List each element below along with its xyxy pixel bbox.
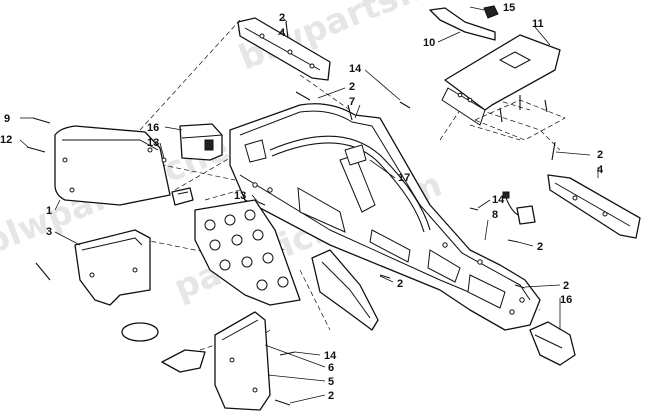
callout-8: 8 xyxy=(492,209,498,221)
callout-9: 9 xyxy=(4,113,10,125)
callout-16-upper: 16 xyxy=(147,122,159,134)
switch-harness xyxy=(502,191,536,225)
callout-4-right: 4 xyxy=(597,164,604,176)
callout-2-frame-center: 2 xyxy=(397,278,403,290)
callout-2-top: 2 xyxy=(279,12,285,24)
callout-6: 6 xyxy=(328,362,334,374)
oval-grommet xyxy=(121,322,159,342)
callout-7: 7 xyxy=(349,96,355,108)
lower-bracket xyxy=(161,311,271,411)
callout-5: 5 xyxy=(328,376,334,388)
callout-15: 15 xyxy=(503,2,515,14)
fasteners xyxy=(26,21,556,406)
small-bracket xyxy=(171,187,194,206)
callout-12: 12 xyxy=(0,134,12,146)
callout-3: 3 xyxy=(46,226,52,238)
callout-14-top: 14 xyxy=(349,63,362,75)
callout-14-right: 14 xyxy=(492,194,505,206)
callout-2-mid: 2 xyxy=(349,81,355,93)
center-gusset xyxy=(311,249,379,331)
right-rear-bracket xyxy=(547,174,641,239)
callout-10: 10 xyxy=(423,37,435,49)
callout-4-top: 4 xyxy=(279,27,286,39)
left-shield-panel xyxy=(54,125,171,206)
callout-labels: 2 4 15 11 10 14 2 7 9 12 16 13 2 4 17 13… xyxy=(0,2,604,402)
electrical-module xyxy=(179,123,223,161)
callout-2-lower-right: 2 xyxy=(563,280,569,292)
callout-14-lower: 14 xyxy=(324,350,337,362)
leader-lines xyxy=(19,6,599,404)
callout-11: 11 xyxy=(532,18,544,30)
callout-2-right: 2 xyxy=(597,149,603,161)
lower-right-bracket xyxy=(529,321,576,366)
callout-2-frame-right: 2 xyxy=(537,241,543,253)
lower-left-shield xyxy=(74,229,151,306)
top-right-mount xyxy=(429,5,566,141)
callout-1: 1 xyxy=(46,205,52,217)
callout-13-upper: 13 xyxy=(147,137,159,149)
chassis-frame xyxy=(229,103,541,331)
callout-16-lower: 16 xyxy=(560,294,572,306)
upper-mount-bracket xyxy=(237,17,331,81)
callout-13-lower: 13 xyxy=(234,190,246,202)
callout-2-bottom: 2 xyxy=(328,390,334,402)
perforated-skid-plate xyxy=(194,199,301,306)
callout-17: 17 xyxy=(398,172,410,184)
